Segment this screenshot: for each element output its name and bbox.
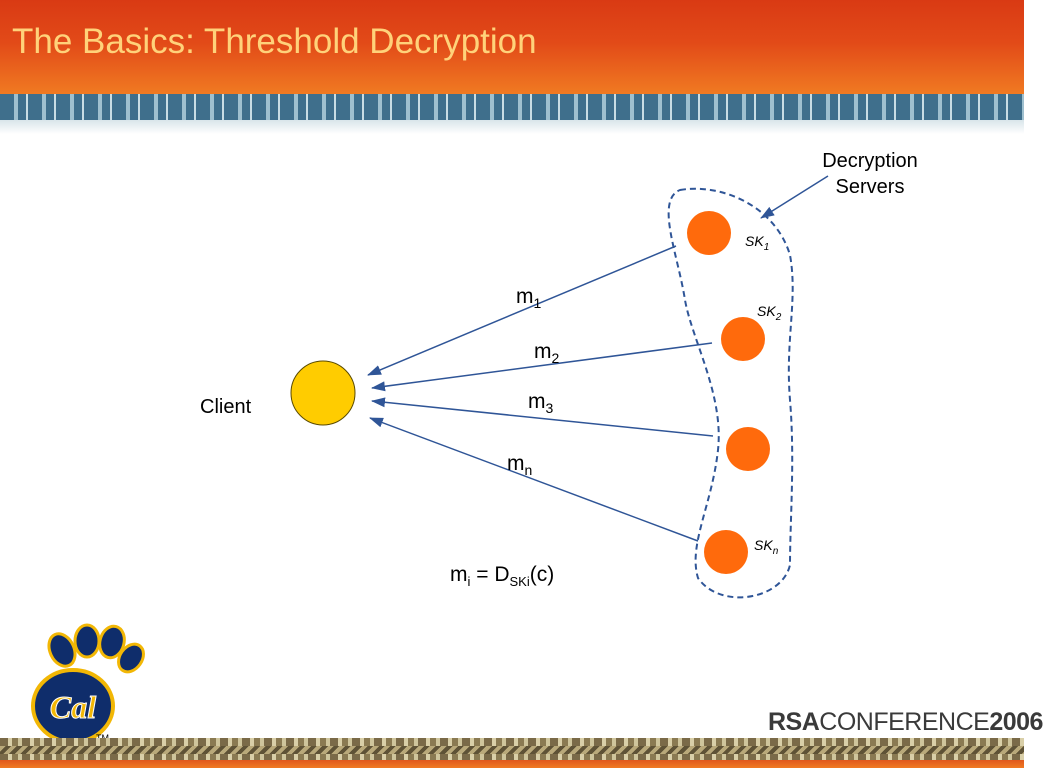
servers-label-line-1: Decryption [822, 150, 918, 172]
message-label-3: m3 [528, 390, 553, 416]
server-key-label-2: SK2 [757, 303, 781, 323]
server-key-label-n: SKn [754, 537, 778, 557]
server-key-n-base: SK [754, 537, 773, 553]
message-label-1-sub: 1 [533, 295, 542, 312]
message-arrow-3 [371, 397, 714, 437]
rsa-conference-logo: RSACONFERENCE2006 [768, 708, 1043, 737]
decorative-top-band [0, 94, 1024, 134]
message-label-3-sub: 3 [545, 400, 554, 417]
message-label-2-base: m [534, 340, 552, 363]
formula-lhs-base: m [450, 563, 468, 586]
server-key-label-1: SK1 [745, 233, 769, 253]
client-label: Client [200, 396, 252, 418]
server-node-1 [687, 211, 731, 255]
message-label-3-base: m [528, 390, 546, 413]
message-arrow-2 [371, 342, 713, 392]
server-node-3 [726, 427, 770, 471]
message-label-2: m2 [534, 340, 559, 366]
message-label-n: mn [507, 452, 532, 478]
decryption-servers-boundary [667, 187, 794, 599]
message-label-2-sub: 2 [551, 350, 560, 367]
servers-label-line-2: Servers [835, 176, 905, 198]
decorative-bottom-band [0, 738, 1024, 768]
conference-year: 2006 [989, 708, 1043, 736]
decryption-formula: mi = DSKi(c) [450, 563, 554, 589]
server-key-2-sub: 2 [775, 311, 782, 323]
message-label-1-base: m [516, 285, 534, 308]
title-bar: The Basics: Threshold Decryption [0, 0, 1024, 94]
decryption-servers-label: Decryption Servers [800, 148, 940, 200]
conference-prefix: RSA [768, 708, 820, 736]
formula-lhs-sub: i [467, 574, 471, 590]
formula-equals: = [476, 563, 489, 586]
message-label-n-base: m [507, 452, 525, 475]
slide-title: The Basics: Threshold Decryption [12, 22, 537, 61]
formula-fn-sub: SKi [509, 574, 530, 590]
message-label-1: m1 [516, 285, 541, 311]
cal-bear-paw-logo: Cal TM [31, 623, 145, 744]
message-label-n-sub: n [524, 462, 533, 479]
message-arrow-1 [367, 245, 677, 376]
logo-text: Cal [50, 689, 96, 725]
server-node-n [704, 530, 748, 574]
server-key-1-sub: 1 [763, 241, 770, 253]
servers-label-pointer [760, 175, 829, 219]
server-key-2-base: SK [757, 303, 776, 319]
formula-fn-base: D [494, 563, 510, 586]
server-key-1-base: SK [745, 233, 764, 249]
conference-name: CONFERENCE [819, 708, 990, 736]
server-node-2 [721, 317, 765, 361]
message-arrow-n [369, 417, 699, 542]
formula-arg: (c) [529, 563, 555, 586]
client-node [290, 360, 356, 426]
server-key-n-sub: n [772, 545, 779, 557]
